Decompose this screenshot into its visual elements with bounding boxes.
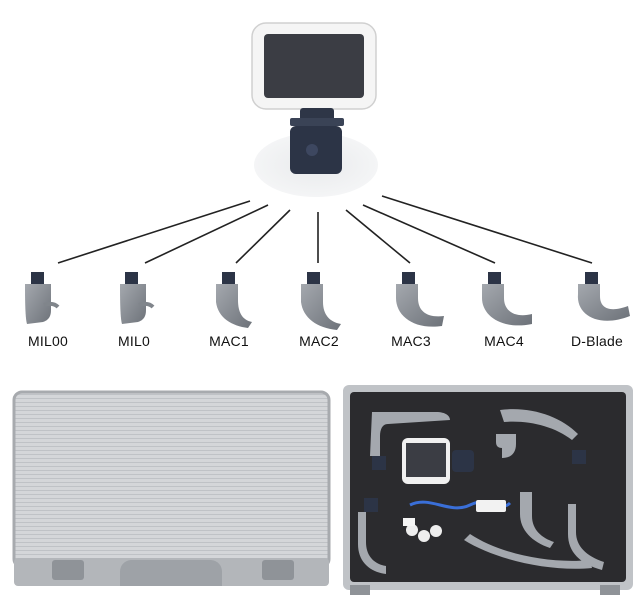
blade-mac1 [216,272,252,328]
blade-mil00 [25,272,60,324]
blade-mil0 [120,272,155,324]
blade-label-mac4: MAC4 [484,333,524,349]
blade-d-blade [577,272,630,321]
blade-mac3 [396,272,444,327]
connector-lines [57,195,593,264]
closed-carry-case [12,390,331,586]
blade-label-mil00: MIL00 [28,333,68,349]
open-carry-case [343,385,633,595]
blade-label-mac2: MAC2 [299,333,339,349]
laryngoscope-monitor [251,22,378,197]
blade-label-mac3: MAC3 [391,333,431,349]
blade-mac2 [301,272,341,330]
blade-mac4 [482,272,532,326]
blade-label-d-blade: D-Blade [571,333,623,349]
blade-label-mac1: MAC1 [209,333,249,349]
blade-label-mil0: MIL0 [118,333,150,349]
